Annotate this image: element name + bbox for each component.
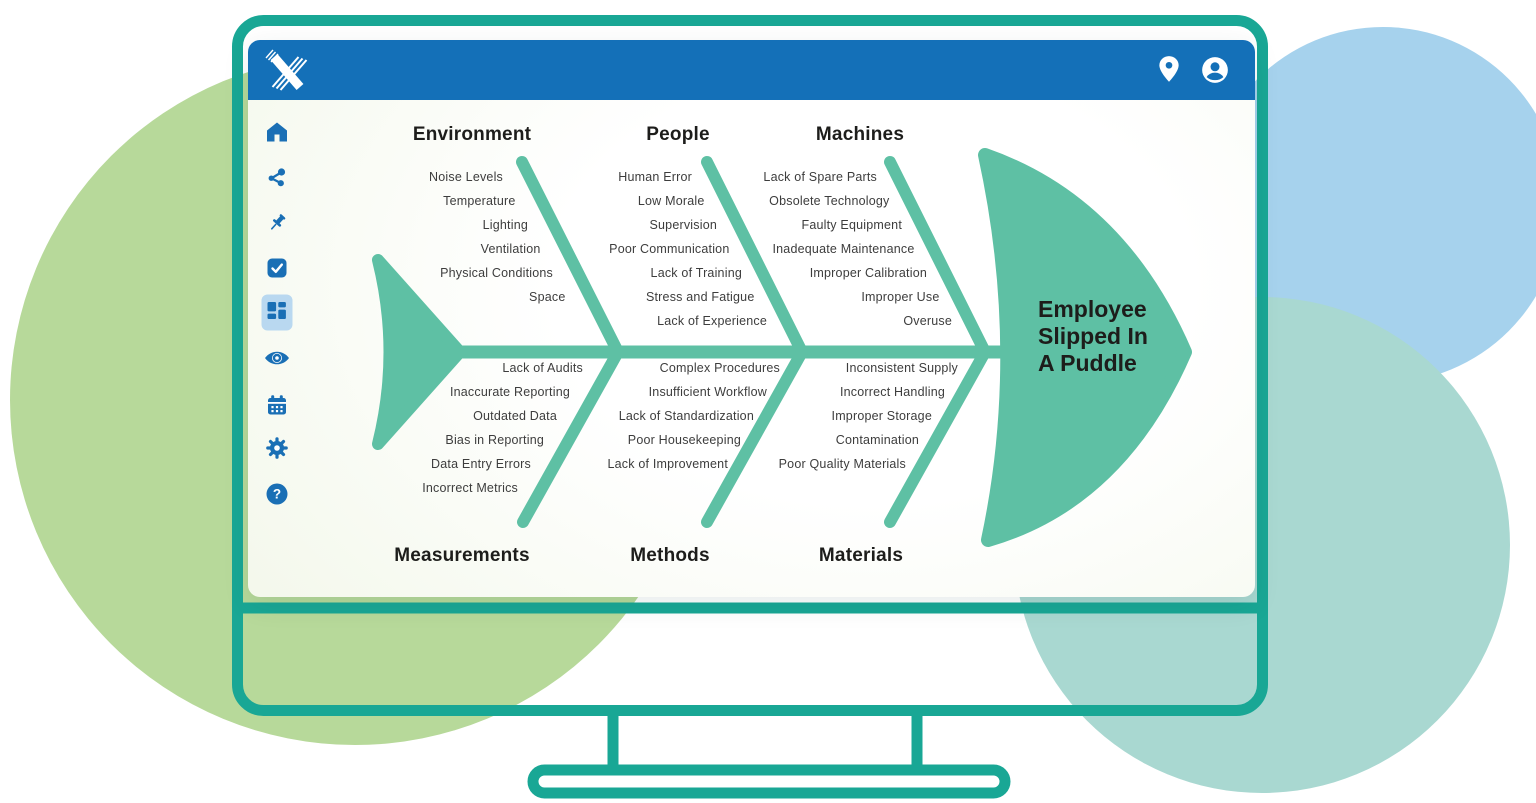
bone-people [701, 156, 808, 358]
category-label-machines: Machines [815, 124, 905, 145]
bone-machines [884, 156, 991, 358]
monitor-stand-base [527, 764, 1011, 799]
category-label-materials: Materials [818, 545, 904, 566]
category-label-environment: Environment [412, 124, 532, 145]
bone-materials [884, 346, 991, 528]
fish-tail [372, 254, 466, 450]
category-label-measurements: Measurements [394, 545, 530, 566]
category-label-people: People [646, 124, 710, 145]
bone-methods [701, 346, 808, 528]
category-label-methods: Methods [630, 545, 710, 566]
problem-statement: Employee Slipped In A Puddle [1038, 296, 1148, 376]
bone-measurements [517, 346, 624, 528]
app-window: ? Environment People Machines Measuremen… [248, 40, 1255, 597]
bone-environment [516, 156, 624, 358]
